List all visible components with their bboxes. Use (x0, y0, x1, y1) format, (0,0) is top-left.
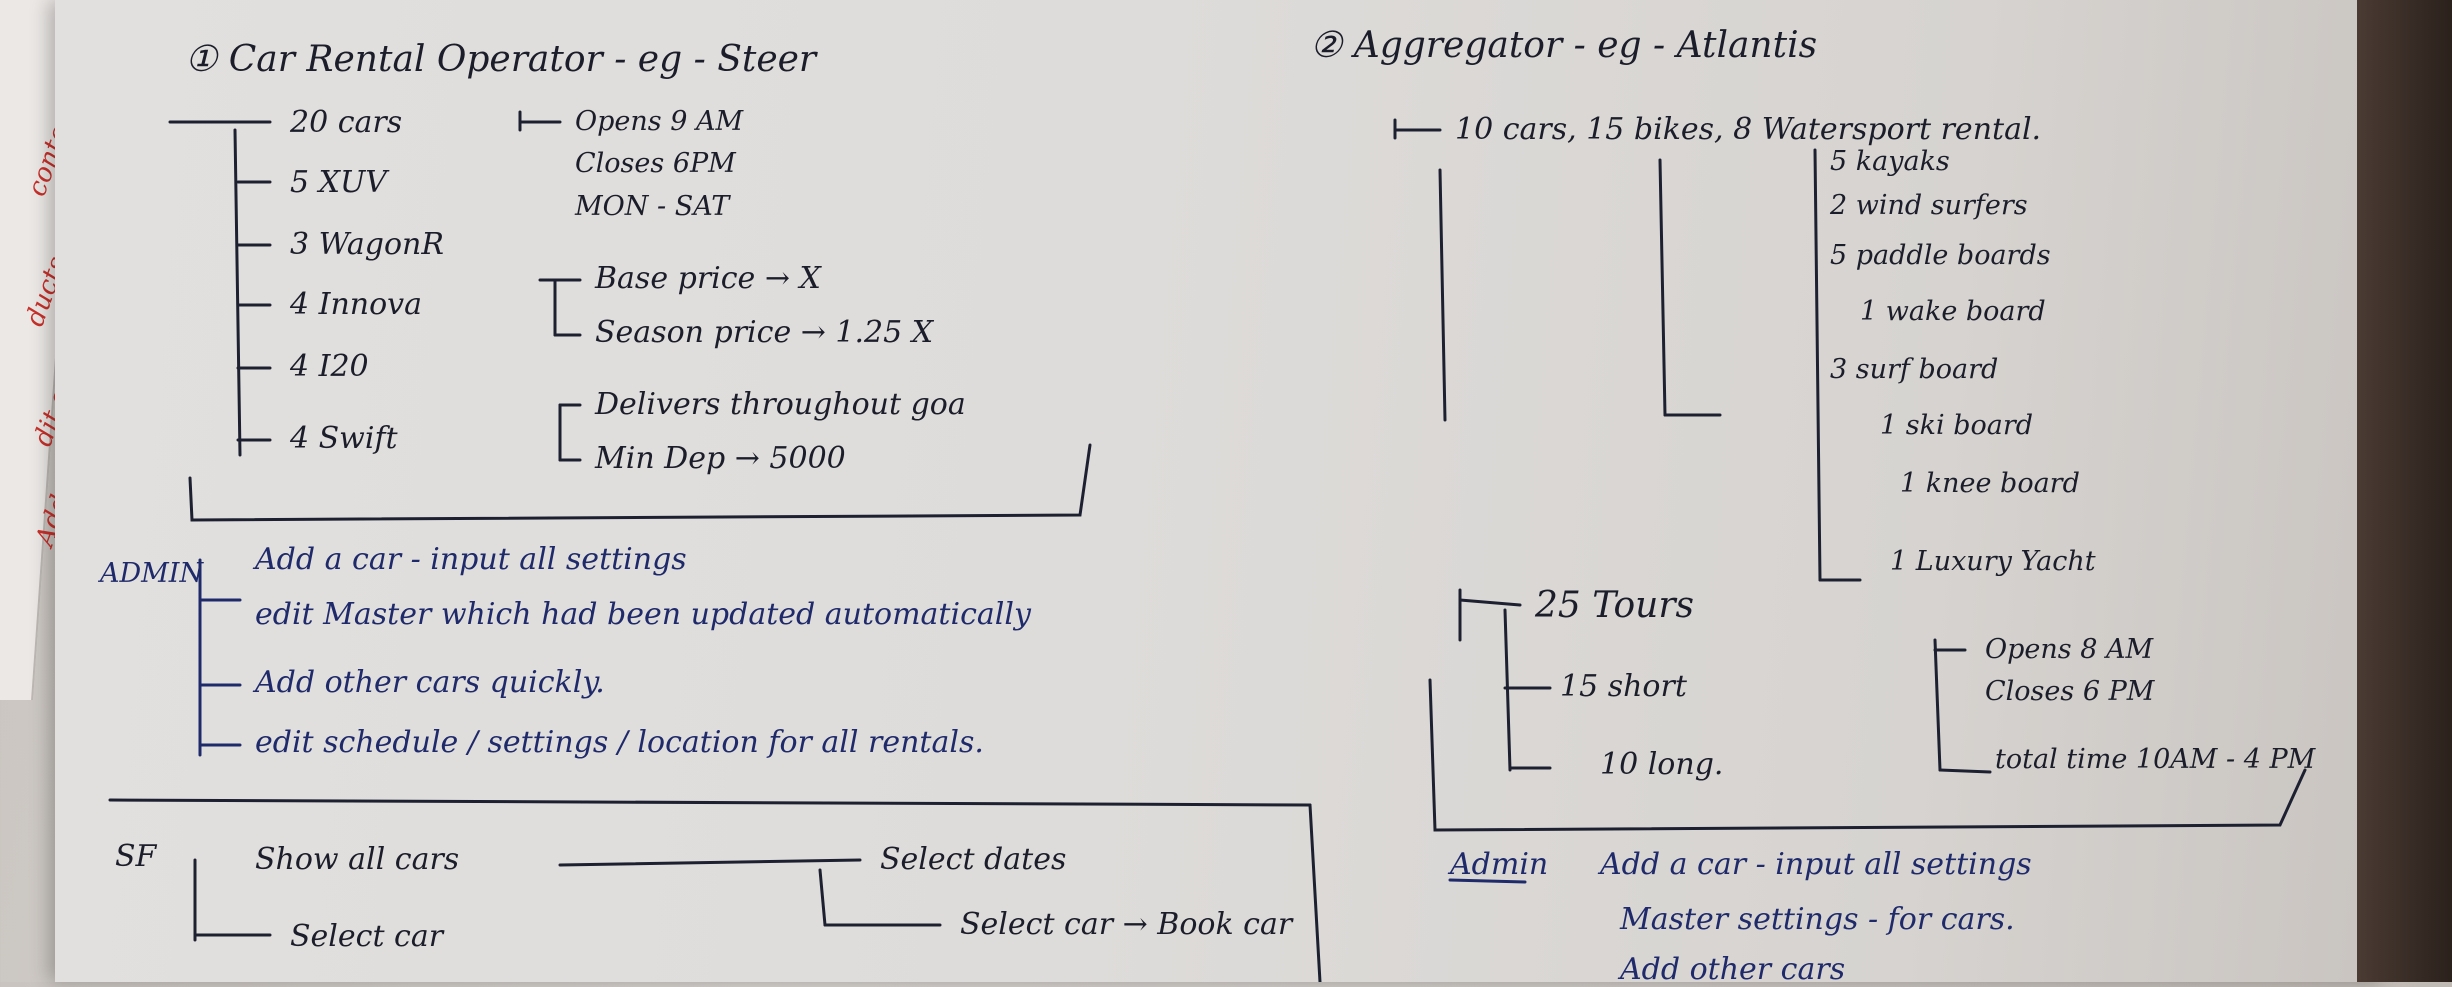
pricing-item: Base price → X (595, 261, 821, 296)
watersport-item: 1 knee board (1900, 468, 2080, 499)
admin2-item: Add a car - input all settings (1600, 847, 2032, 882)
fleet-item: 4 Swift (290, 421, 398, 456)
sf-label: SF (115, 839, 157, 874)
hours-item: MON - SAT (575, 191, 730, 222)
admin2-item: Master settings - for cars. (1620, 902, 2015, 937)
watersport-item: 1 Luxury Yacht (1890, 546, 2096, 577)
tour-hours: Closes 6 PM (1985, 676, 2155, 707)
watersport-item: 5 paddle boards (1830, 240, 2051, 271)
sf-show-all: Show all cars (255, 842, 460, 877)
admin2-label: Admin (1450, 847, 1549, 882)
watersport-item: 1 ski board (1880, 410, 2034, 441)
admin-label: ADMIN (100, 558, 204, 589)
watersport-item: 2 wind surfers (1830, 190, 2028, 221)
sf-select-car-book: Select car → Book car (960, 907, 1293, 942)
admin2-item: Add other cars (1620, 952, 1846, 987)
fleet-item: 4 I20 (290, 349, 369, 384)
fleet-item: 5 XUV (290, 165, 387, 200)
hours-item: Closes 6PM (575, 148, 736, 179)
watersport-item: 3 surf board (1830, 354, 1999, 385)
inventory: 10 cars, 15 bikes, 8 Watersport rental. (1455, 112, 2042, 147)
delivery-item: Delivers throughout goa (595, 387, 966, 422)
table-edge (2357, 0, 2452, 982)
admin-item: edit schedule / settings / location for … (255, 725, 984, 760)
tour-hours: Opens 8 AM (1985, 634, 2154, 665)
section2-title: ② Aggregator - eg - Atlantis (1310, 25, 1818, 66)
sf-select-car: Select car (290, 919, 444, 954)
tours: 25 Tours (1535, 585, 1695, 626)
section1-title: ① Car Rental Operator - eg - Steer (185, 39, 817, 80)
admin-item: edit Master which had been updated autom… (255, 597, 1031, 632)
tour-hours: total time 10AM - 4 PM (1995, 744, 2316, 775)
hours-item: Opens 9 AM (575, 106, 744, 137)
tour-type: 10 long. (1600, 747, 1724, 782)
sf-select-dates: Select dates (880, 842, 1067, 877)
admin-item: Add other cars quickly. (255, 665, 605, 700)
delivery-item: Min Dep → 5000 (595, 441, 846, 476)
fleet-item: 20 cars (290, 105, 403, 140)
watersport-item: 1 wake board (1860, 296, 2046, 327)
pricing-item: Season price → 1.25 X (595, 315, 934, 350)
fleet-item: 4 Innova (290, 287, 423, 322)
tour-type: 15 short (1560, 669, 1687, 704)
fleet-item: 3 WagonR (290, 227, 444, 262)
admin-item: Add a car - input all settings (255, 542, 687, 577)
watersport-item: 5 kayaks (1830, 146, 1950, 177)
